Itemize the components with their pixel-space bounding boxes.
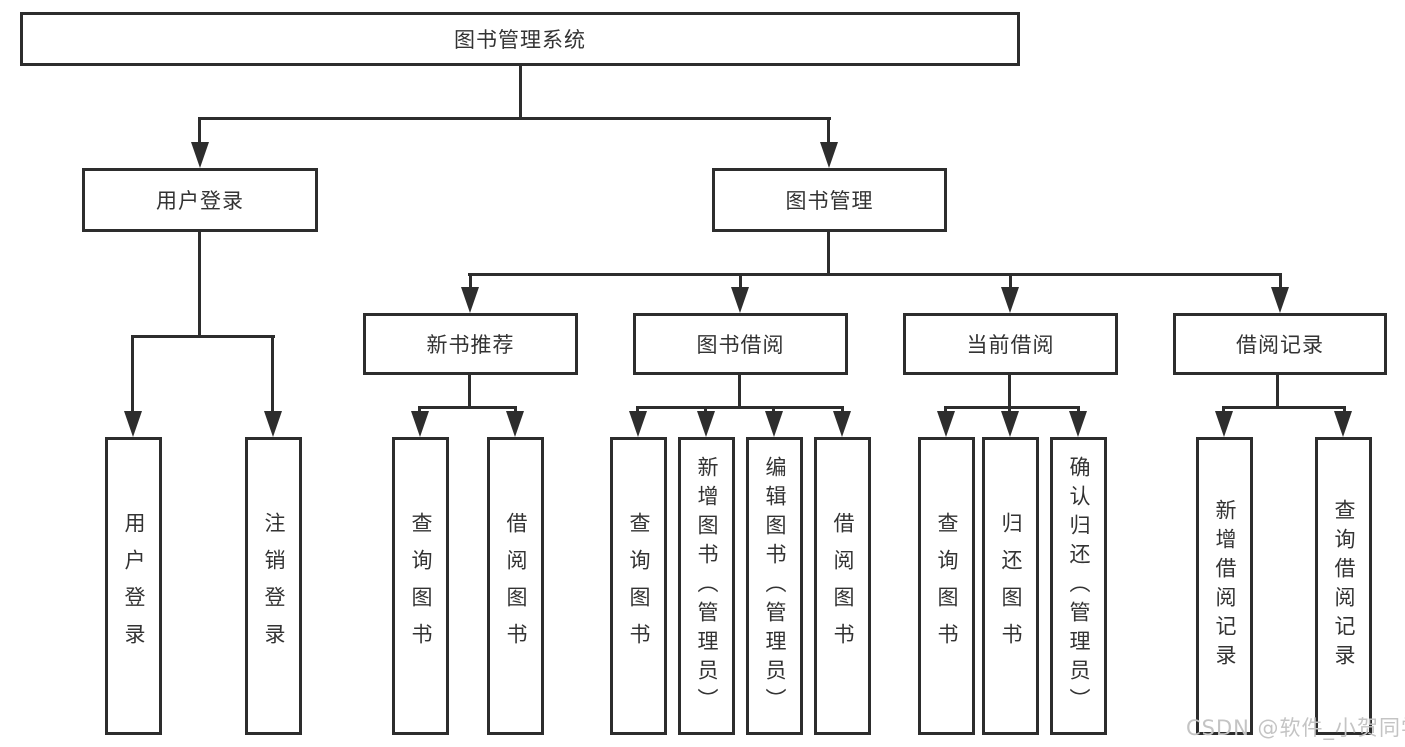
connector-line bbox=[1222, 406, 1346, 409]
connector-line bbox=[704, 406, 707, 414]
node-user-login: 用户登录 bbox=[82, 168, 318, 232]
arrow-down-icon bbox=[820, 142, 838, 168]
node-label: 图书管理系统 bbox=[454, 28, 586, 52]
leaf-label: 查询图书 bbox=[935, 512, 959, 660]
arrow-down-icon bbox=[1334, 411, 1352, 437]
leaf-query-books-current: 查询图书 bbox=[918, 437, 975, 735]
leaf-user-login: 用户登录 bbox=[105, 437, 162, 735]
leaf-label: 编辑图书（管理员） bbox=[763, 455, 787, 717]
connector-line bbox=[199, 117, 831, 120]
leaf-label: 注销登录 bbox=[262, 512, 286, 660]
node-new-book-recommendation: 新书推荐 bbox=[363, 313, 578, 375]
leaf-label: 确认归还（管理员） bbox=[1067, 455, 1091, 717]
arrow-down-icon bbox=[506, 411, 524, 437]
arrow-down-icon bbox=[1271, 287, 1289, 313]
leaf-label: 查询借阅记录 bbox=[1332, 499, 1356, 673]
connector-line bbox=[131, 335, 275, 338]
connector-line bbox=[636, 406, 844, 409]
leaf-label: 借阅图书 bbox=[504, 512, 528, 660]
arrow-down-icon bbox=[937, 411, 955, 437]
connector-line bbox=[1008, 375, 1011, 409]
node-label: 新书推荐 bbox=[426, 333, 515, 357]
connector-line bbox=[1276, 375, 1279, 409]
arrow-down-icon bbox=[1001, 411, 1019, 437]
leaf-add-book-admin: 新增图书（管理员） bbox=[678, 437, 735, 735]
leaf-confirm-return-admin: 确认归还（管理员） bbox=[1050, 437, 1107, 735]
arrow-down-icon bbox=[124, 411, 142, 437]
node-current-borrowing: 当前借阅 bbox=[903, 313, 1118, 375]
arrow-down-icon bbox=[1069, 411, 1087, 437]
node-label: 图书管理 bbox=[785, 189, 874, 213]
leaf-query-borrow-record: 查询借阅记录 bbox=[1315, 437, 1372, 735]
connector-line bbox=[772, 406, 775, 414]
arrow-down-icon bbox=[191, 142, 209, 168]
arrow-down-icon bbox=[731, 287, 749, 313]
arrow-down-icon bbox=[1215, 411, 1233, 437]
connector-line bbox=[738, 375, 741, 409]
arrow-down-icon bbox=[411, 411, 429, 437]
connector-line bbox=[1279, 273, 1282, 289]
connector-line bbox=[418, 406, 517, 409]
connector-line bbox=[944, 406, 947, 414]
leaf-query-books-borrowing: 查询图书 bbox=[610, 437, 667, 735]
leaf-logout: 注销登录 bbox=[245, 437, 302, 735]
leaf-label: 查询图书 bbox=[409, 512, 433, 660]
connector-line bbox=[469, 273, 472, 289]
connector-line bbox=[1009, 273, 1012, 289]
connector-line bbox=[418, 406, 421, 414]
arrow-down-icon bbox=[765, 411, 783, 437]
node-label: 用户登录 bbox=[156, 189, 244, 213]
leaf-label: 归还图书 bbox=[999, 512, 1023, 660]
connector-line bbox=[827, 232, 830, 276]
leaf-edit-book-admin: 编辑图书（管理员） bbox=[746, 437, 803, 735]
connector-line bbox=[1343, 406, 1346, 414]
connector-line bbox=[739, 273, 742, 289]
leaf-label: 新增图书（管理员） bbox=[695, 455, 719, 717]
node-label: 借阅记录 bbox=[1236, 333, 1324, 357]
leaf-borrow-books-borrowing: 借阅图书 bbox=[814, 437, 871, 735]
arrow-down-icon bbox=[1001, 287, 1019, 313]
node-label: 图书借阅 bbox=[696, 333, 785, 357]
connector-line bbox=[514, 406, 517, 414]
node-book-borrowing: 图书借阅 bbox=[633, 313, 848, 375]
leaf-label: 新增借阅记录 bbox=[1213, 499, 1237, 673]
arrow-down-icon bbox=[629, 411, 647, 437]
connector-line bbox=[198, 117, 201, 143]
watermark: CSDN @软件_小贺同学 bbox=[1186, 716, 1405, 740]
connector-line bbox=[944, 406, 1080, 409]
arrow-down-icon bbox=[697, 411, 715, 437]
node-label: 当前借阅 bbox=[966, 333, 1055, 357]
connector-line bbox=[519, 66, 522, 119]
arrow-down-icon bbox=[461, 287, 479, 313]
leaf-query-books-recommendation: 查询图书 bbox=[392, 437, 449, 735]
leaf-add-borrow-record: 新增借阅记录 bbox=[1196, 437, 1253, 735]
connector-line bbox=[1222, 406, 1225, 414]
node-borrowing-records: 借阅记录 bbox=[1173, 313, 1387, 375]
connector-line bbox=[131, 335, 134, 413]
leaf-return-book: 归还图书 bbox=[982, 437, 1039, 735]
connector-line bbox=[271, 335, 274, 413]
connector-line bbox=[1077, 406, 1080, 414]
leaf-borrow-books-recommendation: 借阅图书 bbox=[487, 437, 544, 735]
connector-line bbox=[636, 406, 639, 414]
arrow-down-icon bbox=[833, 411, 851, 437]
arrow-down-icon bbox=[264, 411, 282, 437]
leaf-label: 借阅图书 bbox=[831, 512, 855, 660]
connector-line bbox=[827, 117, 830, 143]
connector-line bbox=[198, 232, 201, 338]
connector-line bbox=[841, 406, 844, 414]
node-book-management: 图书管理 bbox=[712, 168, 947, 232]
connector-line bbox=[1008, 406, 1011, 414]
leaf-label: 查询图书 bbox=[627, 512, 651, 660]
connector-line bbox=[468, 375, 471, 409]
node-library-management-system: 图书管理系统 bbox=[20, 12, 1020, 66]
leaf-label: 用户登录 bbox=[122, 512, 146, 660]
connector-line bbox=[468, 273, 1282, 276]
